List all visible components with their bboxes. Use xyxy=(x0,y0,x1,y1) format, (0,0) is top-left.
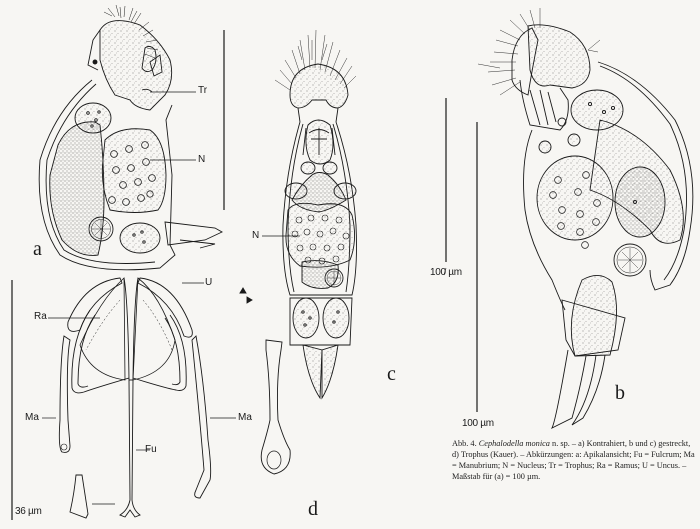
panel-b-drawing xyxy=(448,8,694,430)
panel-label-c: c xyxy=(387,363,396,385)
caption-prefix: Abb. 4. xyxy=(452,439,477,448)
figure-caption: Abb. 4. Cephalodella monica n. sp. – a) … xyxy=(452,438,698,482)
scale-label-d: 36 µm xyxy=(15,506,42,517)
panel-label-b: b xyxy=(615,382,625,404)
label-tr-a: Tr xyxy=(198,85,208,96)
label-ra: Ra xyxy=(34,311,47,322)
caption-species: Cephalodella monica xyxy=(478,439,550,448)
scale-label-b: 100 µm xyxy=(462,418,494,429)
scale-label-c: 100 µm xyxy=(430,267,462,278)
label-ma-right: Ma xyxy=(238,412,252,423)
panel-c-drawing xyxy=(262,29,447,400)
label-fu: Fu xyxy=(145,444,157,455)
panel-d-drawing xyxy=(11,277,291,520)
panel-a-drawing xyxy=(38,4,225,271)
label-n-a: N xyxy=(198,154,206,165)
panel-label-d: d xyxy=(308,498,318,520)
label-ma-left: Ma xyxy=(25,412,39,423)
label-n-c: N xyxy=(252,230,260,241)
caption-text: n. sp. – a) Kontrahiert, b und c) gestre… xyxy=(452,439,695,481)
panel-label-a: a xyxy=(33,238,42,260)
label-u: U xyxy=(205,277,213,288)
